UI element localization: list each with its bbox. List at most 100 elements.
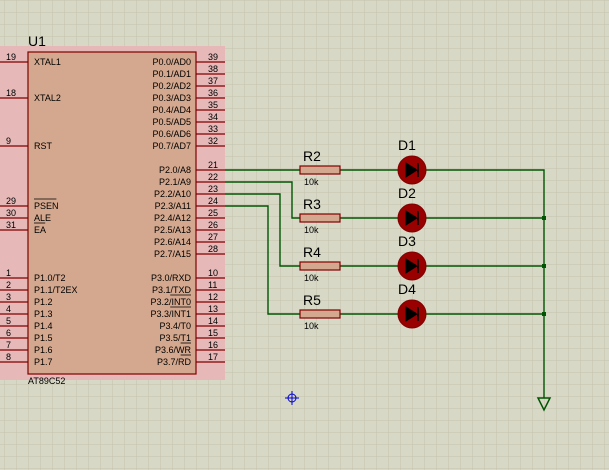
pin-number: 1 xyxy=(6,268,11,278)
pin-label: P2.1/A9 xyxy=(159,177,191,187)
pin-number: 16 xyxy=(208,340,218,350)
chip-part-label: AT89C52 xyxy=(28,376,65,386)
pin-number: 3 xyxy=(6,292,11,302)
pin-number: 36 xyxy=(208,88,218,98)
pin-number: 26 xyxy=(208,220,218,230)
pin-label: P1.5 xyxy=(34,333,53,343)
pin-number: 2 xyxy=(6,280,11,290)
pin-label: PSEN xyxy=(34,201,59,211)
pin-label: P2.2/A10 xyxy=(154,189,191,199)
pin-label: P0.7/AD7 xyxy=(152,141,191,151)
pin-label: EA xyxy=(34,225,46,235)
led-ref-label: D3 xyxy=(398,233,416,249)
pin-number: 14 xyxy=(208,316,218,326)
ground-symbol[interactable] xyxy=(536,397,552,412)
pin-label: P0.4/AD4 xyxy=(152,105,191,115)
resistor-value-label: 10k xyxy=(304,321,319,331)
chip-body[interactable] xyxy=(27,51,197,375)
pin-number: 12 xyxy=(208,292,218,302)
pin-number: 32 xyxy=(208,136,218,146)
pin-label: P2.6/A14 xyxy=(154,237,191,247)
pin-label: RST xyxy=(34,141,53,151)
pin-label: P3.5/T1 xyxy=(159,333,191,343)
pin-label: P1.6 xyxy=(34,345,53,355)
resistor-value-label: 10k xyxy=(304,177,319,187)
pin-label: P2.7/A15 xyxy=(154,249,191,259)
led-d4[interactable]: D4 xyxy=(397,281,427,329)
pin-number: 38 xyxy=(208,64,218,74)
resistor-ref-label: R3 xyxy=(303,196,321,212)
pin-label: P1.7 xyxy=(34,357,53,367)
led-d3[interactable]: D3 xyxy=(397,233,427,281)
chip-ref-label: U1 xyxy=(28,33,46,49)
pin-label: P3.6/WR xyxy=(155,345,192,355)
pin-number: 7 xyxy=(6,340,11,350)
pin-number: 6 xyxy=(6,328,11,338)
pin-number: 33 xyxy=(208,124,218,134)
pin-number: 4 xyxy=(6,304,11,314)
pin-label: P2.3/A11 xyxy=(155,201,191,211)
pin-label: XTAL1 xyxy=(34,57,61,67)
crosshair-cursor-icon xyxy=(285,391,299,405)
led-d1[interactable]: D1 xyxy=(397,137,427,185)
pin-label: P2.0/A8 xyxy=(159,165,191,175)
resistor-r5[interactable]: R5 10k xyxy=(299,292,341,331)
led-ref-label: D1 xyxy=(398,137,416,153)
pin-label: P0.1/AD1 xyxy=(152,69,191,79)
pin-number: 29 xyxy=(6,196,16,206)
pin-label: P0.5/AD5 xyxy=(152,117,191,127)
led-d2[interactable]: D2 xyxy=(397,185,427,233)
pin-number: 23 xyxy=(208,184,218,194)
pin-number: 25 xyxy=(208,208,218,218)
pin-number: 35 xyxy=(208,100,218,110)
pin-label: P3.0/RXD xyxy=(151,273,192,283)
led-ref-label: D2 xyxy=(398,185,416,201)
resistor-ref-label: R5 xyxy=(303,292,321,308)
pin-number: 27 xyxy=(208,232,218,242)
